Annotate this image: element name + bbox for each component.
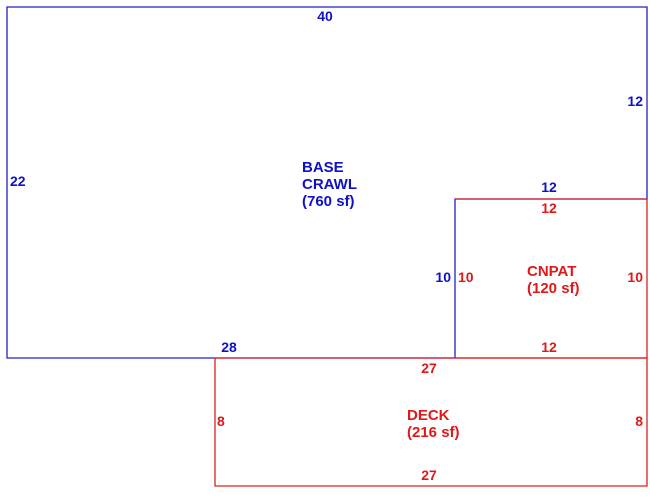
- cnpat-area: (120 sf): [527, 280, 580, 297]
- cnpat-left-dimension: 10: [458, 269, 474, 285]
- base-right-dimension: 12: [627, 93, 643, 109]
- deck-area: (216 sf): [407, 424, 460, 441]
- deck-outline: [214, 357, 648, 487]
- cnpat-label: CNPAT: [527, 263, 576, 280]
- deck-right-dimension: 8: [635, 413, 643, 429]
- base-crawl-label: BASE: [302, 159, 344, 176]
- base-notch-top-dimension: 12: [541, 179, 557, 195]
- cnpat-top-dimension: 12: [541, 200, 557, 216]
- deck-bottom-dimension: 27: [421, 467, 437, 483]
- deck-left-dimension: 8: [217, 413, 225, 429]
- base-bottom-dimension: 28: [221, 339, 237, 355]
- cnpat-right-dimension: 10: [627, 269, 643, 285]
- deck-top-dimension: 27: [421, 360, 437, 376]
- base-notch-side-dimension: 10: [435, 269, 451, 285]
- cnpat-bottom-dimension: 12: [541, 339, 557, 355]
- base-top-dimension: 40: [317, 8, 333, 24]
- base-crawl-label-line2: CRAWL: [302, 176, 357, 193]
- deck-label: DECK: [407, 407, 450, 424]
- base-crawl-area: (760 sf): [302, 193, 355, 210]
- base-left-dimension: 22: [10, 173, 26, 189]
